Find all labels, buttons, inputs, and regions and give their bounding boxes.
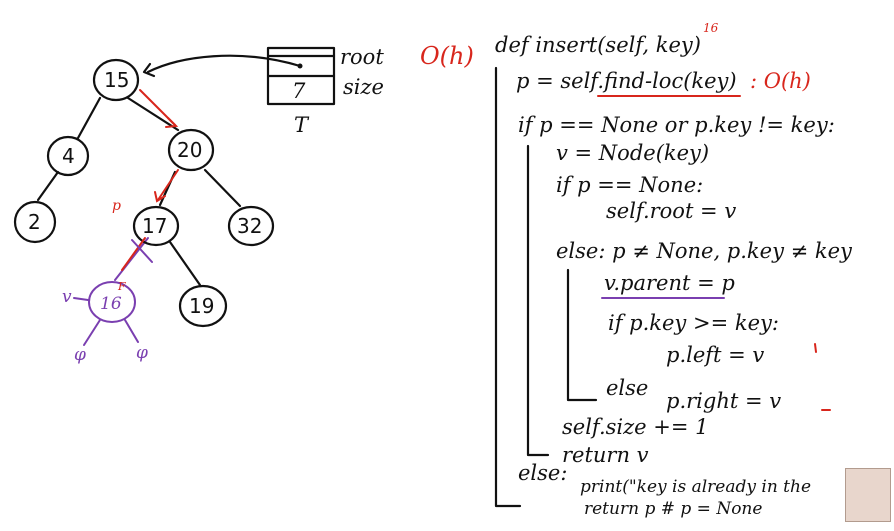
code-line3: v = Node(key) bbox=[556, 141, 709, 165]
presenter-avatar bbox=[845, 468, 891, 522]
tree-node-4: 4 bbox=[46, 135, 90, 177]
tree-node-17: 17 bbox=[132, 205, 180, 247]
code-line10: p.right = v bbox=[666, 389, 781, 413]
node-label: 2 bbox=[28, 210, 41, 234]
tree-node-32: 32 bbox=[227, 205, 275, 247]
tree-node-16: 16 bbox=[88, 281, 136, 323]
def-line: def insert(self, key) bbox=[495, 33, 701, 57]
v-marker-label: v bbox=[62, 287, 72, 307]
code-line13: print("key is already in the bbox=[580, 477, 811, 497]
code-line5: self.root = v bbox=[606, 199, 736, 223]
null-left-label: φ bbox=[74, 345, 86, 365]
node-label: 16 bbox=[100, 294, 122, 314]
search-path-arrows: p F bbox=[112, 89, 179, 293]
tree-node-20: 20 bbox=[167, 128, 215, 172]
tree-edges bbox=[36, 96, 242, 287]
code-line14: return p # p = None bbox=[584, 499, 762, 519]
key-note: 16 bbox=[703, 21, 719, 35]
code-line4: if p == None: bbox=[556, 173, 703, 197]
if-bracket bbox=[526, 144, 550, 457]
complexity-label: O(h) bbox=[420, 42, 474, 70]
tree-node-2: 2 bbox=[13, 200, 57, 244]
code-line8: if p.key >= key: bbox=[608, 311, 779, 335]
code-line10-else: else bbox=[606, 376, 648, 400]
tree-node-19: 19 bbox=[178, 284, 228, 328]
insert-code: O(h) def insert(self, key) 16 p = self.f… bbox=[420, 21, 853, 519]
node-label: 15 bbox=[104, 68, 129, 92]
def-bracket bbox=[494, 66, 522, 508]
find-loc-cost: : O(h) bbox=[750, 69, 811, 93]
else-bracket bbox=[566, 268, 598, 402]
code-line1: p = self.find-loc(key) bbox=[516, 69, 737, 93]
node-label: 20 bbox=[177, 138, 202, 162]
root-label: root bbox=[340, 45, 384, 69]
size-label: size bbox=[343, 75, 384, 99]
tree-node-15: 15 bbox=[92, 58, 140, 102]
node-label: 19 bbox=[189, 294, 214, 318]
node-label: 32 bbox=[237, 214, 262, 238]
null-right-label: φ bbox=[136, 343, 148, 363]
code-line11: self.size += 1 bbox=[562, 415, 709, 439]
code-line12: return v bbox=[562, 443, 649, 467]
f-marker-label: F bbox=[117, 280, 126, 293]
code-line6: else: p ≠ None, p.key ≠ key bbox=[556, 239, 853, 263]
size-value: 7 bbox=[292, 79, 306, 103]
tree-object-box: 7 root size T bbox=[142, 45, 384, 137]
code-line7: v.parent = p bbox=[604, 271, 735, 295]
code-line9: p.left = v bbox=[666, 343, 764, 367]
code-line13-else: else: bbox=[518, 461, 567, 485]
t-label: T bbox=[294, 113, 310, 137]
stray-red-marks bbox=[814, 343, 831, 411]
code-line2: if p == None or p.key != key: bbox=[518, 113, 835, 137]
p-marker-label: p bbox=[112, 198, 121, 214]
node-label: 4 bbox=[62, 144, 75, 168]
root-pointer-arrow bbox=[146, 54, 302, 74]
node-label: 17 bbox=[142, 214, 167, 238]
insertion-annotations: v φ φ bbox=[62, 239, 153, 365]
